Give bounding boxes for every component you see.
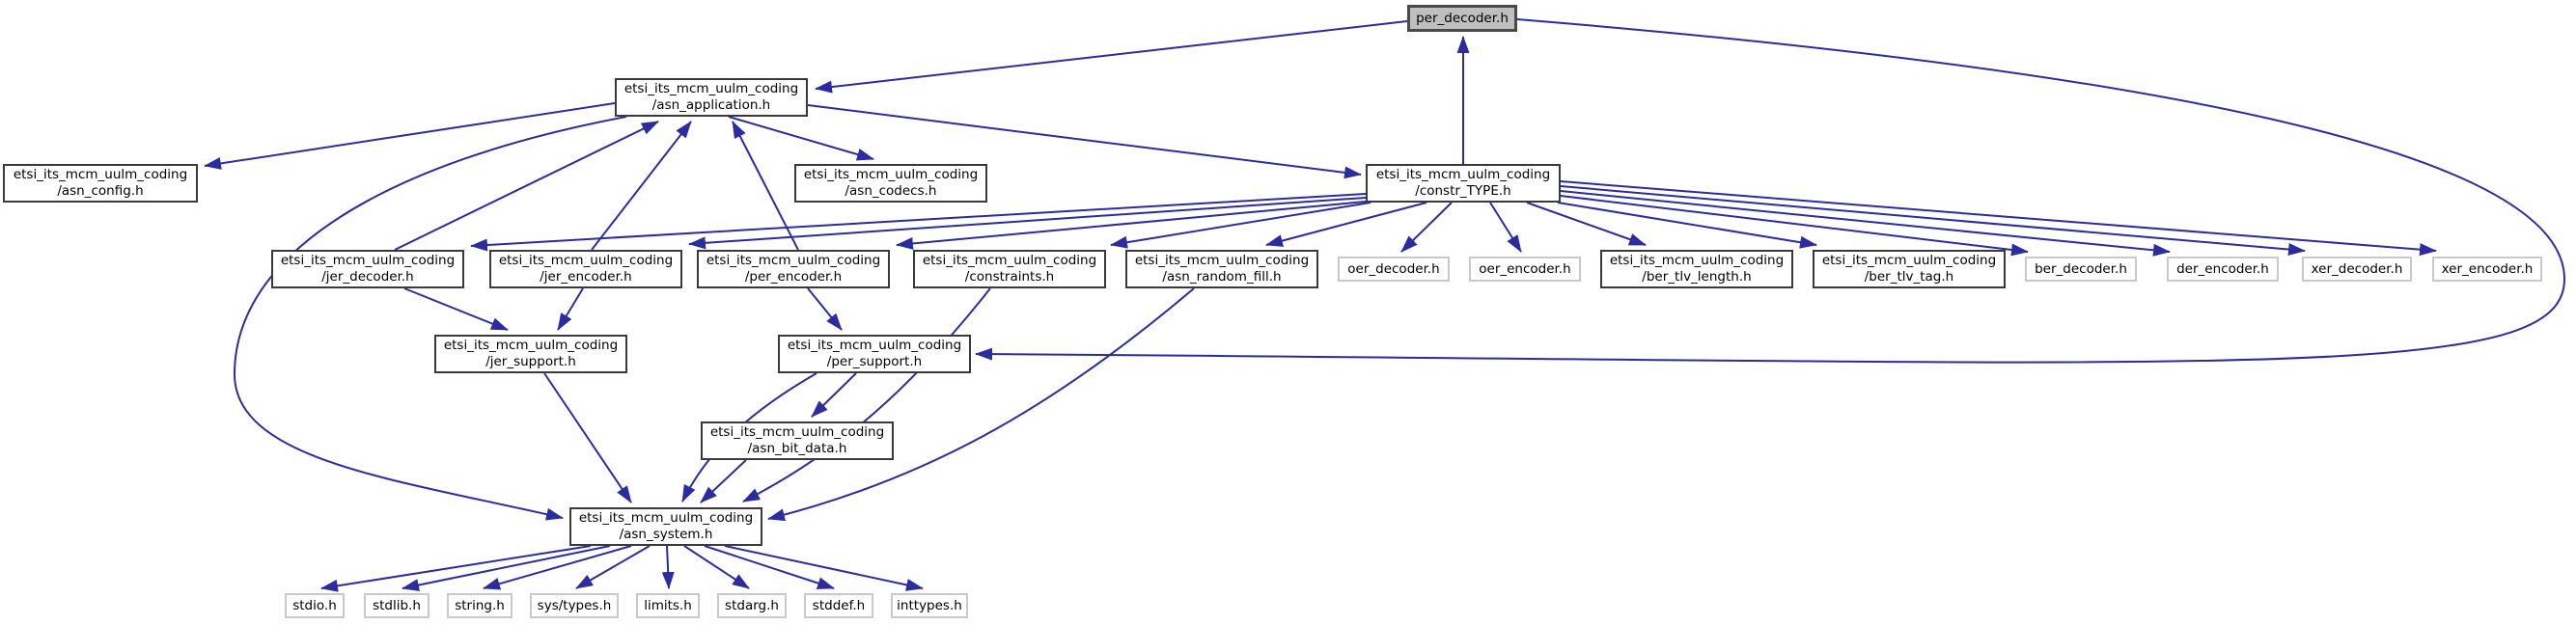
edge-constr-TYPE-to-oer-decoder — [1400, 202, 1453, 253]
edge-per-decoder-to-asn-application — [815, 20, 1408, 94]
edge-asn-system-to-sys-types — [575, 545, 651, 589]
graph-node-constr-TYPE[interactable]: etsi_its_mcm_uulm_coding /constr_TYPE.h — [1366, 164, 1561, 203]
edge-per-support-to-asn-bit-data — [811, 372, 857, 418]
edge-asn-system-to-string — [483, 545, 632, 590]
edge-constr-TYPE-to-per-encoder — [896, 201, 1367, 250]
edge-constr-TYPE-to-jer-encoder — [688, 197, 1367, 250]
graph-node-xer-encoder: xer_encoder.h — [2432, 257, 2542, 282]
edge-constr-TYPE-to-asn-random-fill — [1265, 202, 1427, 247]
graph-node-limits: limits.h — [636, 593, 700, 618]
edge-constr-TYPE-to-oer-encoder — [1489, 202, 1522, 253]
graph-node-asn-bit-data[interactable]: etsi_its_mcm_uulm_coding /asn_bit_data.h — [701, 421, 894, 460]
graph-node-stdio: stdio.h — [285, 593, 345, 618]
edge-asn-application-to-asn-config — [204, 102, 616, 170]
edge-asn-system-to-stdlib — [402, 545, 611, 591]
graph-node-asn-system[interactable]: etsi_its_mcm_uulm_coding /asn_system.h — [569, 507, 762, 546]
graph-node-oer-decoder: oer_decoder.h — [1338, 257, 1450, 282]
edge-jer-support-to-asn-system — [543, 372, 632, 503]
graph-node-sys-types: sys/types.h — [530, 593, 619, 618]
edge-asn-random-fill-to-asn-system — [767, 287, 1195, 522]
edge-constr-TYPE-to-constraints — [1110, 202, 1371, 249]
edge-asn-system-to-stdarg — [683, 545, 750, 589]
edge-constr-TYPE-to-der-encoder — [1560, 190, 2171, 257]
edge-jer-encoder-to-asn-application — [591, 121, 692, 251]
graph-node-ber-decoder: ber_decoder.h — [2025, 257, 2137, 282]
edge-asn-bit-data-to-asn-system — [700, 459, 747, 503]
graph-node-asn-application[interactable]: etsi_its_mcm_uulm_coding /asn_applicatio… — [615, 78, 808, 117]
graph-node-asn-random-fill[interactable]: etsi_its_mcm_uulm_coding /asn_random_fil… — [1125, 250, 1318, 288]
graph-node-jer-decoder[interactable]: etsi_its_mcm_uulm_coding /jer_decoder.h — [271, 250, 464, 288]
graph-node-jer-support[interactable]: etsi_its_mcm_uulm_coding /jer_support.h — [434, 335, 627, 373]
graph-node-xer-decoder: xer_decoder.h — [2302, 257, 2412, 282]
graph-node-ber-tlv-length[interactable]: etsi_its_mcm_uulm_coding /ber_tlv_length… — [1600, 250, 1793, 288]
edge-jer-encoder-to-jer-support — [557, 287, 584, 331]
graph-node-oer-encoder: oer_encoder.h — [1469, 257, 1581, 282]
edge-per-decoder-to-per-support — [975, 18, 2566, 364]
edge-constr-TYPE-to-ber-tlv-tag — [1557, 202, 1817, 249]
graph-node-per-encoder[interactable]: etsi_its_mcm_uulm_coding /per_encoder.h — [697, 250, 890, 288]
edge-asn-application-to-asn-codecs — [728, 116, 874, 161]
graph-node-asn-config[interactable]: etsi_its_mcm_uulm_coding /asn_config.h — [3, 164, 198, 203]
edge-constr-TYPE-to-xer-encoder — [1560, 180, 2437, 257]
edge-constraints-to-asn-system — [742, 287, 991, 503]
edge-asn-system-to-stddef — [704, 545, 835, 589]
graph-node-per-decoder: per_decoder.h — [1407, 5, 1517, 32]
edge-per-encoder-to-per-support — [807, 287, 843, 331]
graph-node-constraints[interactable]: etsi_its_mcm_uulm_coding /constraints.h — [913, 250, 1106, 288]
graph-node-asn-codecs[interactable]: etsi_its_mcm_uulm_coding /asn_codecs.h — [794, 164, 987, 203]
graph-node-der-encoder: der_encoder.h — [2167, 257, 2279, 282]
edge-jer-decoder-to-asn-application — [394, 121, 659, 251]
edge-asn-application-to-constr-TYPE — [807, 104, 1362, 179]
graph-node-string: string.h — [447, 593, 512, 618]
graph-node-stdlib: stdlib.h — [364, 593, 429, 618]
edge-constr-TYPE-to-xer-decoder — [1560, 185, 2306, 257]
edge-jer-decoder-to-jer-support — [403, 287, 509, 331]
edge-asn-system-to-inttypes — [724, 545, 924, 591]
edge-constr-TYPE-to-ber-tlv-length — [1526, 202, 1647, 246]
graph-node-jer-encoder[interactable]: etsi_its_mcm_uulm_coding /jer_encoder.h — [489, 250, 682, 288]
graph-node-ber-tlv-tag[interactable]: etsi_its_mcm_uulm_coding /ber_tlv_tag.h — [1813, 250, 2006, 288]
graph-node-per-support[interactable]: etsi_its_mcm_uulm_coding /per_support.h — [778, 335, 971, 373]
graph-node-stddef: stddef.h — [804, 593, 873, 618]
edge-asn-application-to-asn-system — [233, 116, 627, 521]
graph-node-stdarg: stdarg.h — [717, 593, 787, 618]
edge-constr-TYPE-to-ber-decoder — [1560, 195, 2029, 257]
graph-node-inttypes: inttypes.h — [891, 593, 968, 618]
edge-asn-system-to-stdio — [320, 545, 592, 592]
edge-asn-system-to-limits — [661, 545, 675, 589]
edge-constr-TYPE-to-jer-decoder — [470, 193, 1367, 252]
